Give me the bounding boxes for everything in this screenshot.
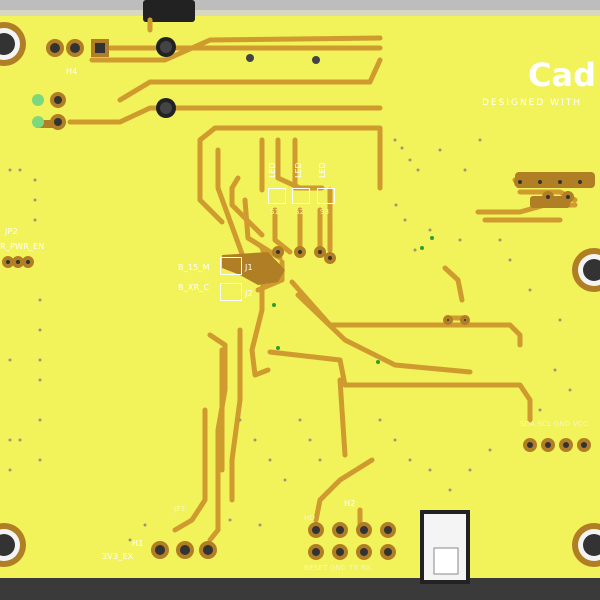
brand-tagline: DESIGNED WITH bbox=[482, 98, 582, 108]
label-hd: HD bbox=[304, 514, 316, 522]
bottom-frame bbox=[0, 578, 600, 600]
label-led-2: LED bbox=[294, 162, 303, 178]
usb-port-top bbox=[143, 0, 195, 22]
label-h2: H2 bbox=[344, 499, 356, 508]
label-jp3: JP3 bbox=[174, 505, 186, 513]
label-h1: H1 bbox=[132, 539, 144, 548]
mounting-holes bbox=[0, 22, 600, 567]
signal-vias bbox=[272, 236, 434, 364]
jumper-j2-pad bbox=[220, 283, 242, 301]
label-3v3-ext: 3V3_EX bbox=[102, 552, 134, 561]
label-j1: J1 bbox=[245, 263, 253, 272]
label-led-3: LED bbox=[318, 162, 327, 178]
via-field bbox=[8, 54, 572, 542]
switch-s3-pad bbox=[317, 188, 335, 204]
through-hole-pads bbox=[2, 39, 591, 560]
label-conn-bottom: RESET GND TX RX bbox=[304, 564, 371, 572]
switch-s2-pad bbox=[292, 188, 310, 204]
label-conn-right: SDA SCL GND VCC bbox=[520, 420, 589, 428]
brand-logo: Cad bbox=[528, 56, 596, 94]
label-s3: S3 bbox=[320, 208, 330, 216]
label-jp2: JP2 bbox=[5, 227, 18, 236]
label-pwr-en: R_PWR_EN bbox=[0, 242, 45, 251]
status-leds bbox=[32, 94, 44, 128]
switch-s1-pad bbox=[268, 188, 286, 204]
label-s1: S1 bbox=[270, 208, 280, 216]
top-frame-shadow bbox=[0, 10, 600, 16]
label-h4: H4 bbox=[66, 67, 78, 76]
label-s2: S2 bbox=[295, 208, 305, 216]
label-sel-xr: B_XR_C bbox=[178, 283, 210, 292]
label-sel-15v: B_15_M bbox=[178, 263, 210, 272]
jumper-j1-pad bbox=[220, 257, 242, 275]
label-j2: J2 bbox=[245, 289, 253, 298]
top-frame bbox=[0, 0, 600, 10]
usb-connector-inner bbox=[433, 547, 459, 575]
label-led-1: LED bbox=[268, 162, 277, 178]
